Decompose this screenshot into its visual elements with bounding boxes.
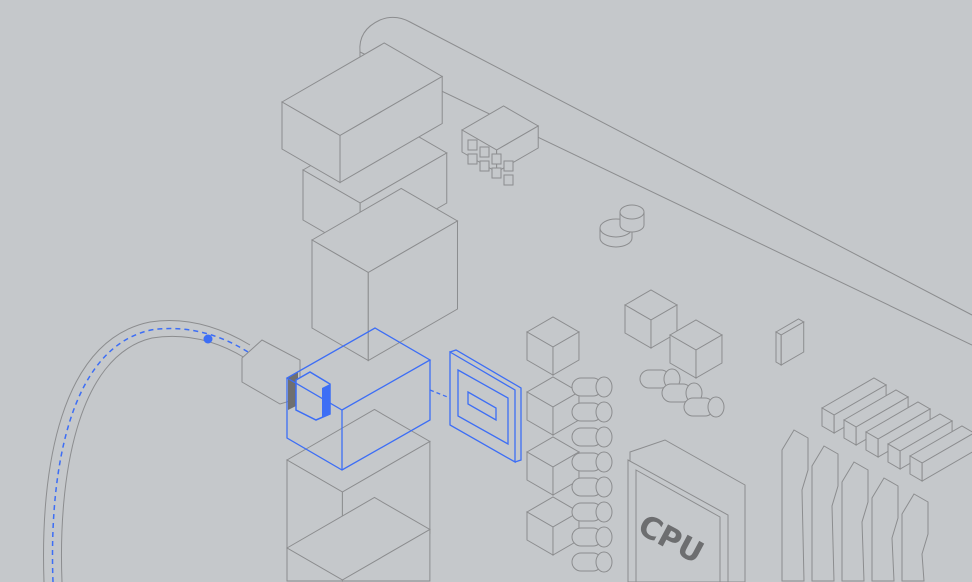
ram-slot	[871, 477, 899, 582]
small-capacitor	[571, 426, 613, 448]
ram-slot-latch	[909, 425, 972, 482]
small-chip	[775, 318, 805, 366]
small-capacitor	[571, 401, 613, 423]
inductor	[526, 316, 580, 376]
inductor	[526, 436, 580, 496]
usb-plug	[241, 339, 331, 421]
small-capacitor	[571, 476, 613, 498]
connector-pin	[479, 160, 490, 172]
inductor	[624, 289, 678, 349]
ram-slot	[901, 493, 929, 582]
cable-marker-dot	[203, 334, 213, 344]
connector-pin	[503, 160, 514, 172]
io-port-block	[281, 42, 444, 184]
ram-slot	[781, 429, 809, 582]
small-capacitor	[571, 526, 613, 548]
connector-pin	[491, 167, 502, 179]
motherboard-outline	[359, 16, 972, 346]
small-capacitor	[571, 551, 613, 573]
small-capacitor	[683, 396, 725, 418]
connector-pin	[503, 174, 514, 186]
cpu-chip: CPU	[627, 439, 746, 582]
connector-pin	[467, 153, 478, 165]
inductor	[526, 496, 580, 556]
connector-pin	[491, 153, 502, 165]
usb-cable	[43, 320, 251, 582]
ram-slot	[811, 445, 839, 582]
ram-slot	[841, 461, 869, 582]
small-capacitor	[571, 376, 613, 398]
io-port-block	[311, 187, 459, 362]
connector-pin	[467, 139, 478, 151]
small-capacitor	[571, 451, 613, 473]
small-capacitor	[571, 501, 613, 523]
inductor	[669, 319, 723, 379]
inductor	[526, 376, 580, 436]
capacitor	[599, 204, 645, 248]
io-port-block	[286, 496, 431, 582]
connector-pin	[479, 146, 490, 158]
usb-port-highlight	[285, 327, 522, 471]
